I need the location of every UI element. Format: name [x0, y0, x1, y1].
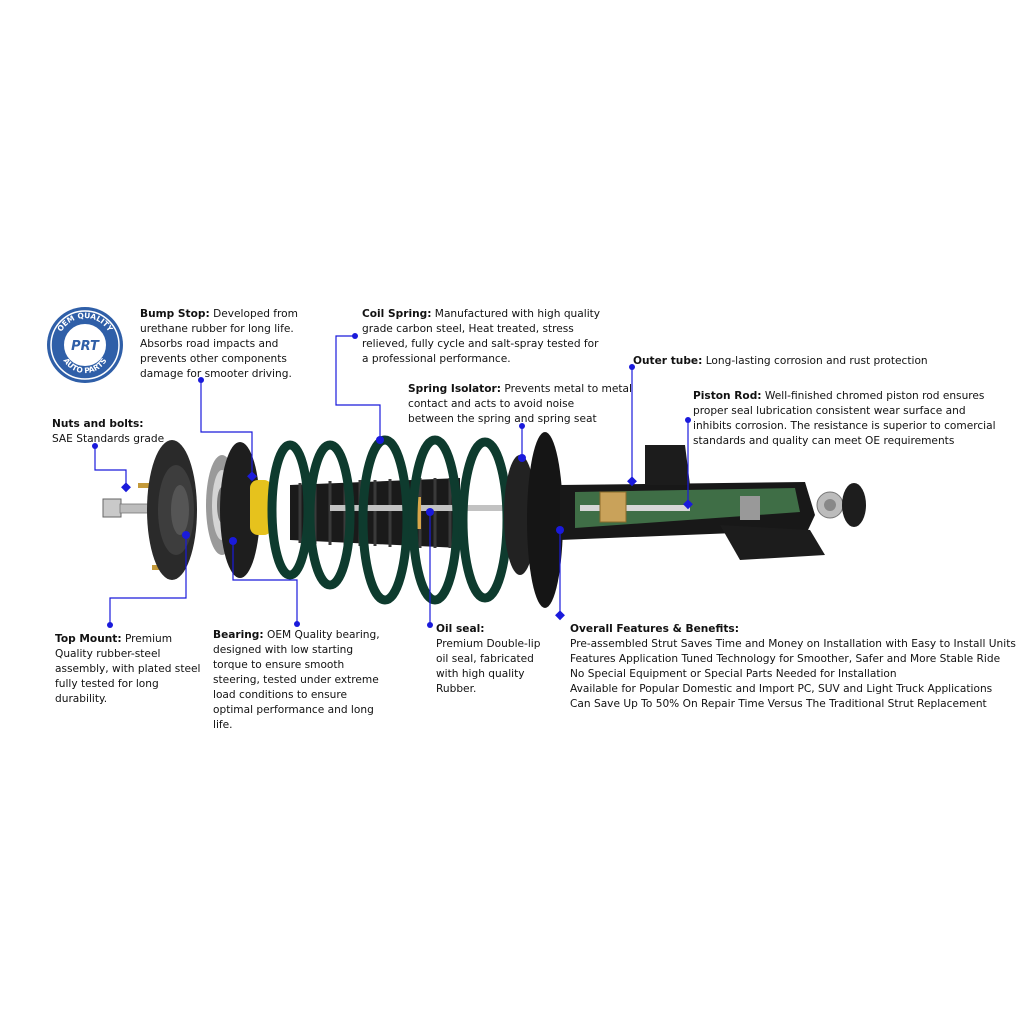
bump-stop-text: Developed from urethane rubber for long …: [140, 308, 298, 380]
outer-tube-text: Long-lasting corrosion and rust protecti…: [702, 355, 928, 367]
spring-isolator-dot: [519, 423, 525, 429]
outer-tube-dot: [629, 364, 635, 370]
top-mount-title: Top Mount:: [55, 633, 122, 645]
overall-features-label: Overall Features & Benefits: Pre-assembl…: [570, 622, 1016, 712]
spring-isolator-marker: [518, 454, 526, 462]
overall-dot: [555, 610, 565, 621]
oil-seal-label: Oil seal: Premium Double-lip oil seal, f…: [436, 622, 540, 697]
bump-stop-dot: [198, 377, 204, 383]
spring-isolator-label: Spring Isolator: Prevents metal to metal…: [408, 382, 632, 427]
piston-rod-dot: [685, 417, 691, 423]
lower-spring-seat: [527, 432, 563, 608]
piston-rod-text: Well-finished chromed piston rod ensures…: [693, 390, 996, 447]
nuts-bolts-dot: [92, 443, 98, 449]
piston-rod-label: Piston Rod: Well-finished chromed piston…: [693, 389, 996, 449]
spring-isolator-text: Prevents metal to metal contact and acts…: [408, 383, 632, 425]
coil-spring-marker: [376, 436, 384, 444]
oil-seal-text: Premium Double-lip oil seal, fabricated …: [436, 638, 541, 695]
top-mount-marker: [182, 531, 190, 539]
overall-features-text: Pre-assembled Strut Saves Time and Money…: [570, 638, 1016, 710]
spring-isolator-title: Spring Isolator:: [408, 383, 501, 395]
top-mount-dot: [107, 622, 113, 628]
bearing-marker: [229, 537, 237, 545]
top-mount-line: [109, 535, 187, 625]
bearing-dot: [294, 621, 300, 627]
oil-seal-marker: [426, 508, 434, 516]
top-mount-text: Premium Quality rubber-steel assembly, w…: [55, 633, 201, 705]
overall-marker: [556, 526, 564, 534]
bump-stop-marker: [247, 471, 257, 482]
bearing-title: Bearing:: [213, 629, 264, 641]
nuts-bolts-marker: [121, 482, 131, 493]
nuts-bolts-line: [94, 446, 127, 488]
nuts-bolts-title: Nuts and bolts:: [52, 418, 144, 430]
piston-rod-title: Piston Rod:: [693, 390, 762, 402]
bump-stop-label: Bump Stop: Developed from urethane rubbe…: [140, 307, 298, 382]
bearing-text: OEM Quality bearing, designed with low s…: [213, 629, 380, 731]
bump-stop-line: [200, 380, 253, 477]
outer-tube-part: [560, 445, 825, 560]
bearing-line: [232, 541, 298, 624]
logo-brand: PRT: [71, 339, 100, 354]
lower-nut-part: [816, 483, 866, 527]
coil-spring-line: [335, 335, 381, 438]
piston-rod-marker: [683, 499, 693, 510]
coil-spring-part: [267, 435, 512, 605]
overall-features-title: Overall Features & Benefits:: [570, 623, 739, 635]
oem-quality-logo: OEM QUALITY AUTO PARTS PRT: [47, 307, 123, 383]
coil-spring-text: Manufactured with high quality grade car…: [362, 308, 601, 365]
coil-spring-dot: [352, 333, 358, 339]
coil-spring-title: Coil Spring:: [362, 308, 432, 320]
top-mount-label: Top Mount: Premium Quality rubber-steel …: [55, 632, 200, 707]
nuts-bolts-text: SAE Standards grade: [52, 433, 165, 445]
oil-seal-title: Oil seal:: [436, 623, 485, 635]
outer-tube-label: Outer tube: Long-lasting corrosion and r…: [633, 354, 928, 369]
bearing-label: Bearing: OEM Quality bearing, designed w…: [213, 628, 380, 733]
coil-spring-label: Coil Spring: Manufactured with high qual…: [362, 307, 600, 367]
outer-tube-title: Outer tube:: [633, 355, 703, 367]
nuts-bolts-label: Nuts and bolts: SAE Standards grade: [52, 417, 164, 447]
oil-seal-dot: [427, 622, 433, 628]
top-mount-part: [147, 440, 197, 580]
bump-stop-title: Bump Stop:: [140, 308, 210, 320]
outer-tube-marker: [627, 476, 637, 487]
